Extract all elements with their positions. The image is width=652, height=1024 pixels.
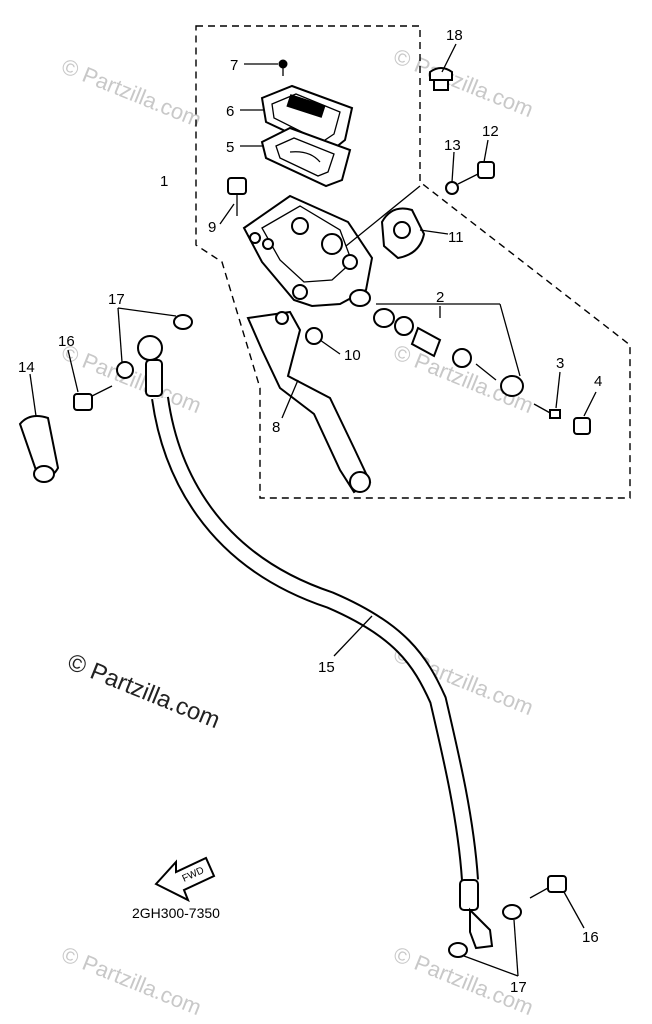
diaphragm: [260, 126, 352, 188]
callout-11: 11: [448, 229, 464, 246]
callout-7: 7: [230, 57, 238, 74]
master-cylinder-body: [242, 185, 421, 308]
washer-17-lower-b: [448, 942, 468, 958]
protective-cap: [18, 415, 60, 483]
callout-10: 10: [344, 347, 361, 364]
brake-hose: [137, 335, 494, 950]
brake-switch: [533, 403, 561, 419]
callout-5: 5: [226, 139, 234, 156]
clamp-bracket: [380, 207, 426, 260]
washer-17-lower-a: [502, 904, 522, 920]
callout-16-lower: 16: [582, 929, 599, 946]
callout-2: 2: [436, 289, 444, 306]
callouts: 1 2 3 4 5 6 7 8 9 10 11 12 13 14 15 16 1…: [18, 27, 602, 996]
brake-lever: [246, 310, 372, 494]
watermark: © Partzilla.com: [58, 53, 205, 132]
reservoir-plug: [429, 67, 453, 91]
reservoir-cap: [260, 84, 354, 154]
lever-nut: [305, 327, 323, 345]
washer-upper: [116, 361, 134, 379]
watermark: © Partzilla.com: [58, 941, 205, 1020]
callout-3: 3: [556, 355, 564, 372]
callout-9: 9: [208, 219, 216, 236]
union-bolt-lower: [529, 875, 567, 899]
callout-15: 15: [318, 659, 335, 676]
watermark-center: © Partzilla.com: [64, 649, 224, 735]
master-cylinder-bolt: [227, 177, 247, 216]
callout-17-lower: 17: [510, 979, 527, 996]
callout-14: 14: [18, 359, 35, 376]
washer-17-upper: [173, 314, 193, 330]
watermark: © Partzilla.com: [390, 43, 537, 122]
callout-16-upper: 16: [58, 333, 75, 350]
callout-17-upper: 17: [108, 291, 125, 308]
union-bolt-upper: [73, 385, 113, 411]
piston-kit: [349, 289, 524, 397]
callout-1: 1: [160, 173, 168, 190]
callout-8: 8: [272, 419, 280, 436]
callout-18: 18: [446, 27, 463, 44]
washer-13: [445, 181, 459, 195]
part-code: 2GH300-7350: [132, 905, 220, 921]
cap-screw: [278, 59, 288, 76]
callout-4: 4: [594, 373, 602, 390]
callout-13: 13: [444, 137, 461, 154]
leader-lines: [29, 43, 597, 977]
clamp-bolt: [457, 161, 495, 185]
callout-6: 6: [226, 103, 234, 120]
forward-arrow-icon: FWD: [154, 856, 216, 903]
switch-cap: [573, 417, 591, 435]
callout-12: 12: [482, 123, 499, 140]
assembly-boundary: [195, 25, 631, 499]
